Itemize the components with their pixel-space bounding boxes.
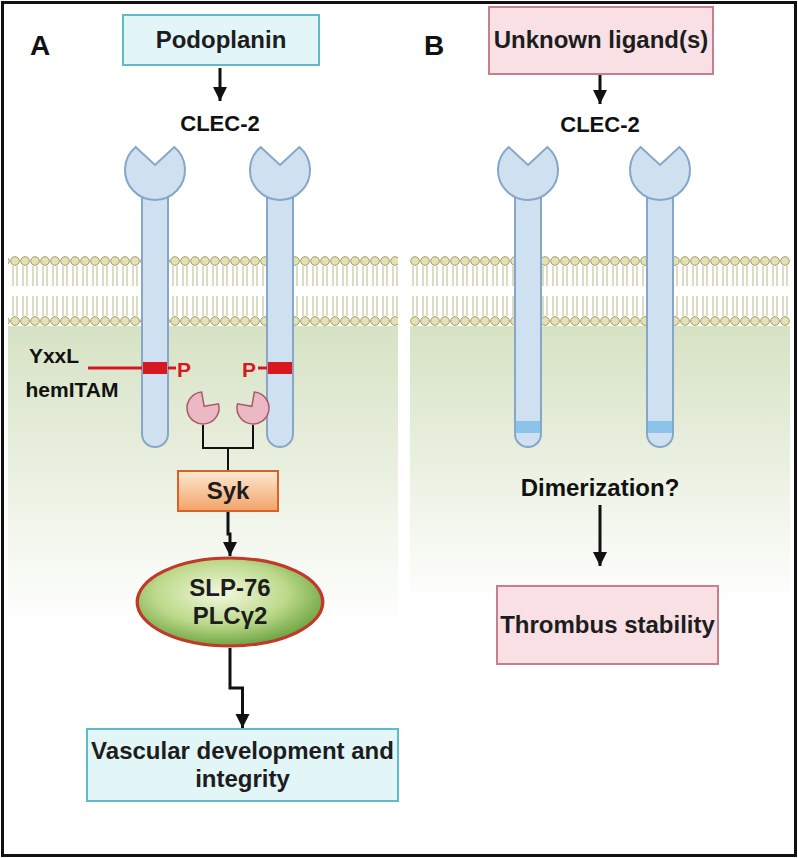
- receptor-name: CLEC-2: [560, 112, 639, 138]
- receptor-name: CLEC-2: [180, 111, 259, 137]
- note-text: Dimerization?: [521, 474, 680, 502]
- motif-name: hemITAM: [26, 378, 119, 402]
- node-text: Podoplanin: [156, 26, 287, 54]
- node-text: Vascular development and integrity: [88, 737, 397, 794]
- outcome-box: Vascular development and integrity: [86, 728, 399, 802]
- panel-letter: B: [424, 30, 444, 62]
- node-text: SLP-76 PLCγ2: [175, 574, 285, 631]
- phospho-mark: P: [242, 358, 256, 382]
- flow-arrow: [230, 648, 243, 728]
- ligand-box: Unknown ligand(s): [488, 6, 714, 75]
- phospho-mark: P: [177, 358, 191, 382]
- node-text: Unknown ligand(s): [494, 26, 709, 54]
- ligand-box: Podoplanin: [122, 14, 320, 66]
- node-text: Syk: [207, 477, 250, 505]
- adaptor-oval: SLP-76 PLCγ2: [135, 556, 325, 648]
- kinase-box: Syk: [177, 470, 279, 512]
- motif-name: YxxL: [29, 344, 79, 368]
- outcome-box: Thrombus stability: [496, 585, 719, 665]
- node-text: Thrombus stability: [500, 611, 715, 639]
- flow-arrow: [228, 512, 230, 556]
- panel-letter: A: [30, 30, 50, 62]
